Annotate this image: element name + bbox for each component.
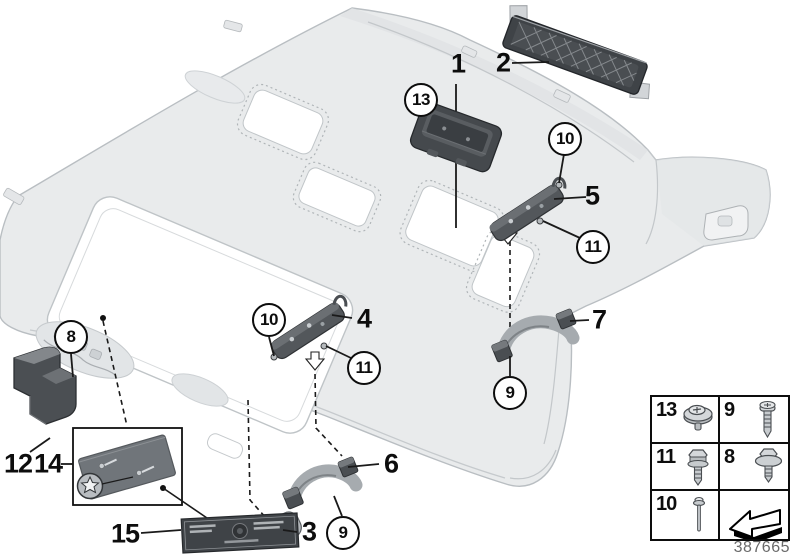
- callout-4[interactable]: 4: [356, 303, 372, 334]
- fastener-legend: 13 9 11: [650, 395, 790, 541]
- expansion-rivet-icon: [692, 496, 706, 532]
- type-label-plate-15[interactable]: [180, 512, 300, 554]
- callout-circle-13[interactable]: 13: [404, 83, 438, 117]
- pan-head-screw-icon: [759, 400, 776, 439]
- mounting-leader-lines: [102, 232, 511, 519]
- grab-handle-6[interactable]: [282, 456, 363, 510]
- hex-bolt-icon: [687, 449, 709, 486]
- callout-2[interactable]: 2: [495, 47, 511, 78]
- speed-nut-clip[interactable]: [76, 472, 134, 500]
- hex-washer-bolt-icon: [754, 448, 783, 483]
- fastener-number: 13: [656, 399, 677, 421]
- fastener-cell-11[interactable]: 11: [652, 444, 720, 491]
- mount-point-dot: [100, 315, 106, 321]
- callout-circle-11b[interactable]: 11: [576, 230, 610, 264]
- callout-circle-11a[interactable]: 11: [347, 351, 381, 385]
- callout-5[interactable]: 5: [584, 180, 600, 211]
- callout-circle-10a[interactable]: 10: [252, 303, 286, 337]
- leader-lines: [29, 61, 590, 534]
- grab-handle-7[interactable]: [491, 308, 580, 363]
- fastener-number: 10: [656, 493, 677, 515]
- callout-14[interactable]: 14: [33, 448, 63, 479]
- washer-screw-icon: [683, 404, 713, 431]
- callout-6[interactable]: 6: [383, 448, 399, 479]
- callout-7[interactable]: 7: [591, 304, 607, 335]
- handle-bracket-4[interactable]: [268, 294, 354, 362]
- callout-15[interactable]: 15: [110, 518, 140, 549]
- diagram-number: 387665: [733, 539, 790, 556]
- roof-function-center[interactable]: [408, 100, 504, 176]
- fastener-cell-9[interactable]: 9: [720, 397, 788, 444]
- callout-circle-8[interactable]: 8: [54, 320, 88, 354]
- leader-line-label: [162, 487, 208, 519]
- function-center-cutout: [399, 179, 505, 273]
- fastener-cell-10[interactable]: 10: [652, 491, 720, 539]
- fastener-number: 11: [656, 446, 676, 468]
- sunroof-opening: [46, 196, 354, 434]
- visor-cutout: [236, 83, 330, 161]
- fastener-cell-continuation[interactable]: [720, 491, 788, 539]
- callout-1[interactable]: 1: [450, 48, 466, 79]
- bracket-12[interactable]: [13, 346, 77, 425]
- visor-cutout: [292, 161, 382, 233]
- callout-circle-10b[interactable]: 10: [548, 122, 582, 156]
- exit-air-grille[interactable]: [495, 0, 665, 103]
- lamp-cutout: [465, 229, 541, 313]
- callout-12[interactable]: 12: [3, 448, 33, 479]
- fastener-cell-8[interactable]: 8: [720, 444, 788, 491]
- fastener-cell-13[interactable]: 13: [652, 397, 720, 444]
- callout-3[interactable]: 3: [301, 516, 317, 547]
- fastener-number: 8: [724, 446, 735, 468]
- callout-circle-9b[interactable]: 9: [493, 376, 527, 410]
- continuation-arrow-icon: [729, 509, 782, 539]
- callout-circle-9a[interactable]: 9: [326, 516, 360, 550]
- fastener-number: 9: [724, 399, 735, 421]
